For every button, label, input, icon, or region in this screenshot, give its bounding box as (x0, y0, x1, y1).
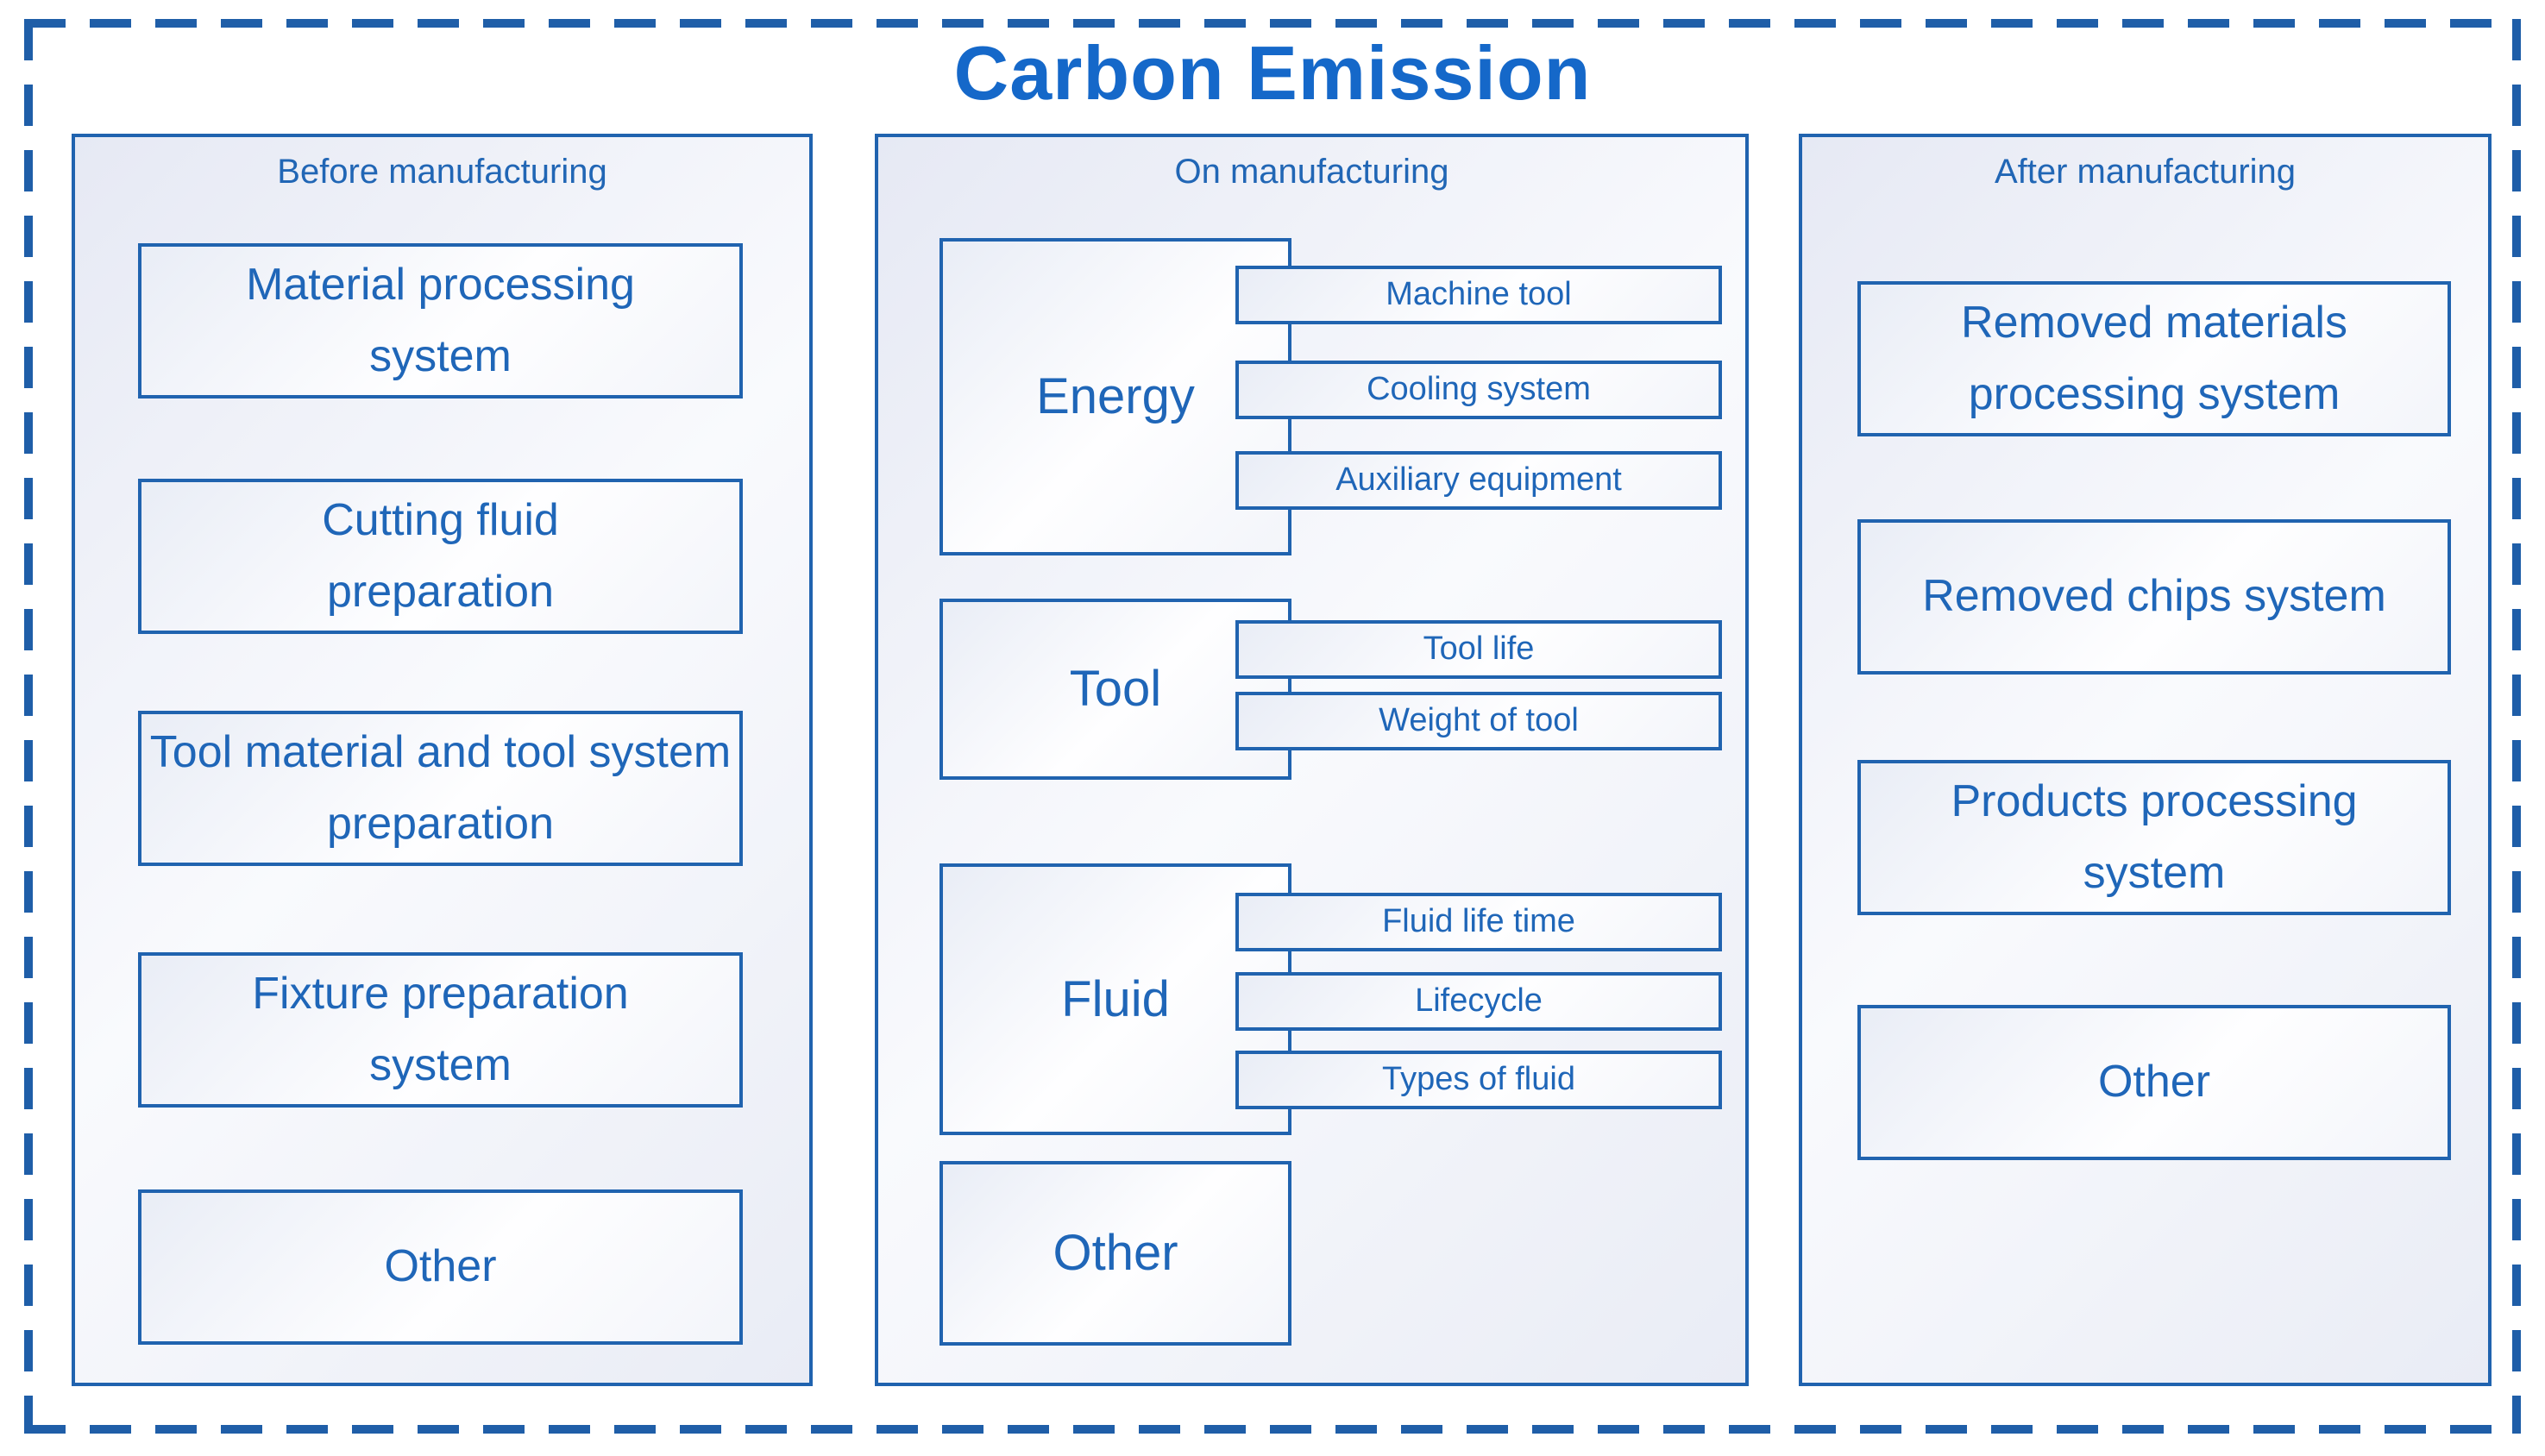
node-cutting-fluid-preparation: Cutting fluid preparation (138, 479, 743, 634)
node-fluid-life-time: Fluid life time (1235, 893, 1722, 951)
column-on-manufacturing: On manufacturing Energy Machine tool Coo… (875, 134, 1749, 1386)
node-fixture-preparation-system: Fixture preparation system (138, 952, 743, 1108)
node-cooling-system: Cooling system (1235, 361, 1722, 419)
node-removed-materials-processing-system: Removed materials processing system (1857, 281, 2451, 436)
page-title: Carbon Emission (953, 30, 1592, 116)
node-label: Cooling system (1367, 371, 1591, 408)
node-label: Lifecycle (1415, 982, 1543, 1020)
node-tool-life: Tool life (1235, 620, 1722, 679)
node-label: Other (1053, 1225, 1178, 1282)
node-tool: Tool (939, 599, 1291, 780)
node-tool-material-and-tool-system-preparation: Tool material and tool system preparatio… (138, 711, 743, 866)
node-on-other: Other (939, 1161, 1291, 1346)
node-fluid: Fluid (939, 863, 1291, 1135)
node-label: Removed chips system (1922, 571, 2386, 622)
node-after-other: Other (1857, 1005, 2451, 1160)
node-auxiliary-equipment: Auxiliary equipment (1235, 451, 1722, 510)
node-label: Fixture preparation system (252, 968, 629, 1090)
node-lifecycle: Lifecycle (1235, 972, 1722, 1031)
outer-dashed-border-right (2512, 19, 2521, 1434)
node-label: Weight of tool (1379, 702, 1579, 739)
node-products-processing-system: Products processing system (1857, 760, 2451, 915)
node-label: Removed materials processing system (1961, 297, 2347, 419)
node-label: Tool material and tool system preparatio… (149, 726, 732, 849)
column-header-after: After manufacturing (1994, 153, 2297, 191)
node-energy: Energy (939, 238, 1291, 555)
node-label: Energy (1036, 368, 1195, 425)
column-before-manufacturing: Before manufacturing Material processing… (72, 134, 813, 1386)
outer-dashed-border-top (24, 19, 2519, 28)
node-label: Types of fluid (1382, 1061, 1575, 1098)
node-label: Material processing system (246, 259, 635, 381)
node-label: Other (384, 1241, 497, 1292)
column-header-on: On manufacturing (1174, 153, 1449, 191)
node-label: Cutting fluid preparation (322, 494, 559, 617)
node-label: Fluid life time (1382, 903, 1575, 940)
node-label: Auxiliary equipment (1335, 461, 1622, 499)
node-machine-tool: Machine tool (1235, 266, 1722, 324)
node-weight-of-tool: Weight of tool (1235, 692, 1722, 750)
column-after-manufacturing: After manufacturing Removed materials pr… (1799, 134, 2492, 1386)
node-types-of-fluid: Types of fluid (1235, 1051, 1722, 1109)
node-removed-chips-system: Removed chips system (1857, 519, 2451, 675)
outer-dashed-border-bottom (24, 1425, 2519, 1434)
node-material-processing-system: Material processing system (138, 243, 743, 399)
node-label: Other (2097, 1057, 2211, 1108)
node-label: Fluid (1061, 970, 1170, 1027)
node-before-other: Other (138, 1189, 743, 1345)
node-label: Products processing system (1951, 775, 2358, 898)
column-header-before: Before manufacturing (277, 153, 607, 191)
node-label: Machine tool (1386, 276, 1572, 313)
node-label: Tool life (1423, 631, 1535, 668)
node-label: Tool (1069, 661, 1162, 718)
outer-dashed-border-left (24, 19, 33, 1434)
